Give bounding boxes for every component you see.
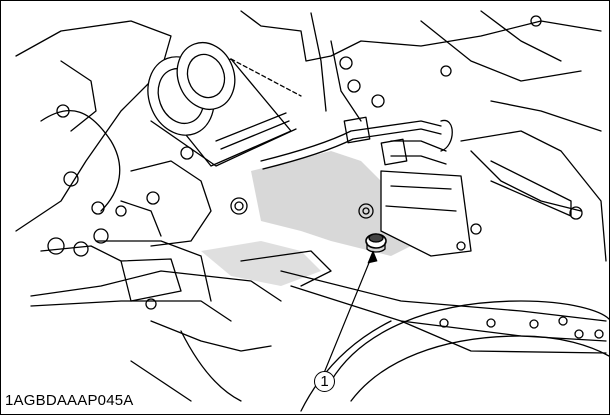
callout-leader [323,252,374,374]
fuel-line [260,116,453,170]
upper-housing [240,10,602,122]
oil-filter [147,41,302,167]
lower-frame [30,237,282,402]
wheel [300,300,609,412]
transmission-case [411,100,607,262]
callout-arrowhead [367,250,378,264]
engine-block [15,20,248,247]
drain-plug [365,233,387,253]
central-bracket [358,170,472,257]
shaded-region-lower [201,241,321,286]
figure-code: 1AGBDAAAP045A [5,392,134,409]
callout-1-label: 1 [314,371,335,392]
shaded-region [251,151,421,256]
